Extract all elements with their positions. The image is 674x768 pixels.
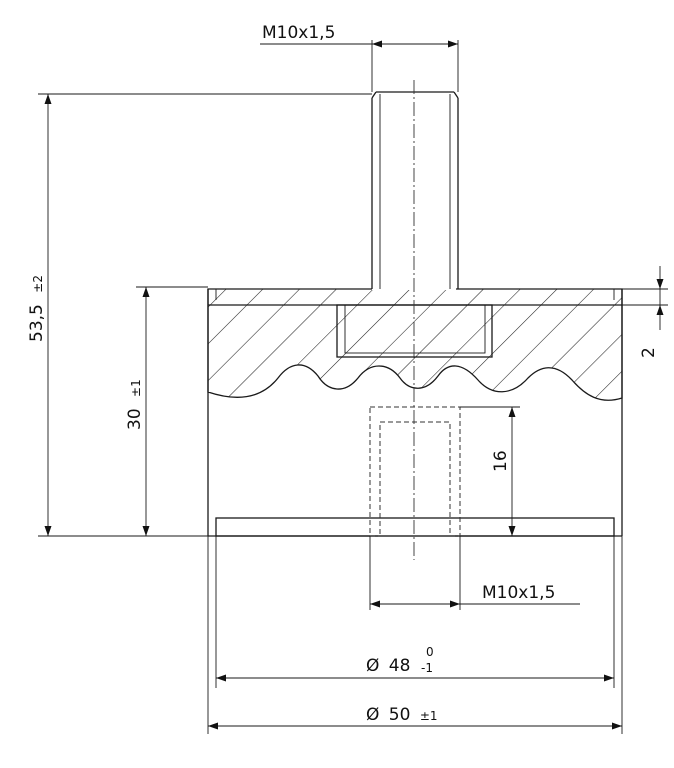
body-height-label: 30 ±1 bbox=[125, 379, 145, 430]
plate-thickness-label: 2 bbox=[639, 347, 659, 358]
bottom-threaded-hole bbox=[369, 406, 461, 537]
total-height-label: 53,5 ±2 bbox=[27, 275, 47, 342]
inner-diameter-label: Ø 48 bbox=[366, 656, 410, 676]
bottom-plate bbox=[208, 517, 622, 537]
thread-depth-label: 16 bbox=[491, 450, 511, 472]
dim-total-height: 53,5 ±2 bbox=[27, 93, 372, 537]
inner-diameter-tol-upper: 0 bbox=[426, 645, 434, 659]
top-threaded-stud bbox=[371, 80, 459, 560]
hatched-top-plate bbox=[207, 288, 623, 401]
dim-thread-depth: 16 bbox=[460, 406, 520, 536]
rubber-body bbox=[207, 289, 623, 536]
dim-plate-thickness: 2 bbox=[622, 266, 668, 358]
dim-body-height: 30 ±1 bbox=[125, 286, 208, 536]
dim-thread-top: M10x1,5 bbox=[260, 23, 459, 92]
thread-top-label: M10x1,5 bbox=[262, 23, 335, 43]
dim-inner-diameter: Ø 48 0 -1 bbox=[215, 536, 615, 688]
dim-thread-bottom: M10x1,5 bbox=[369, 536, 580, 610]
inner-diameter-tol-lower: -1 bbox=[421, 661, 433, 675]
thread-bottom-label: M10x1,5 bbox=[482, 583, 555, 603]
outer-diameter-label: Ø 50 ±1 bbox=[366, 705, 438, 725]
dim-outer-diameter: Ø 50 ±1 bbox=[207, 536, 623, 734]
